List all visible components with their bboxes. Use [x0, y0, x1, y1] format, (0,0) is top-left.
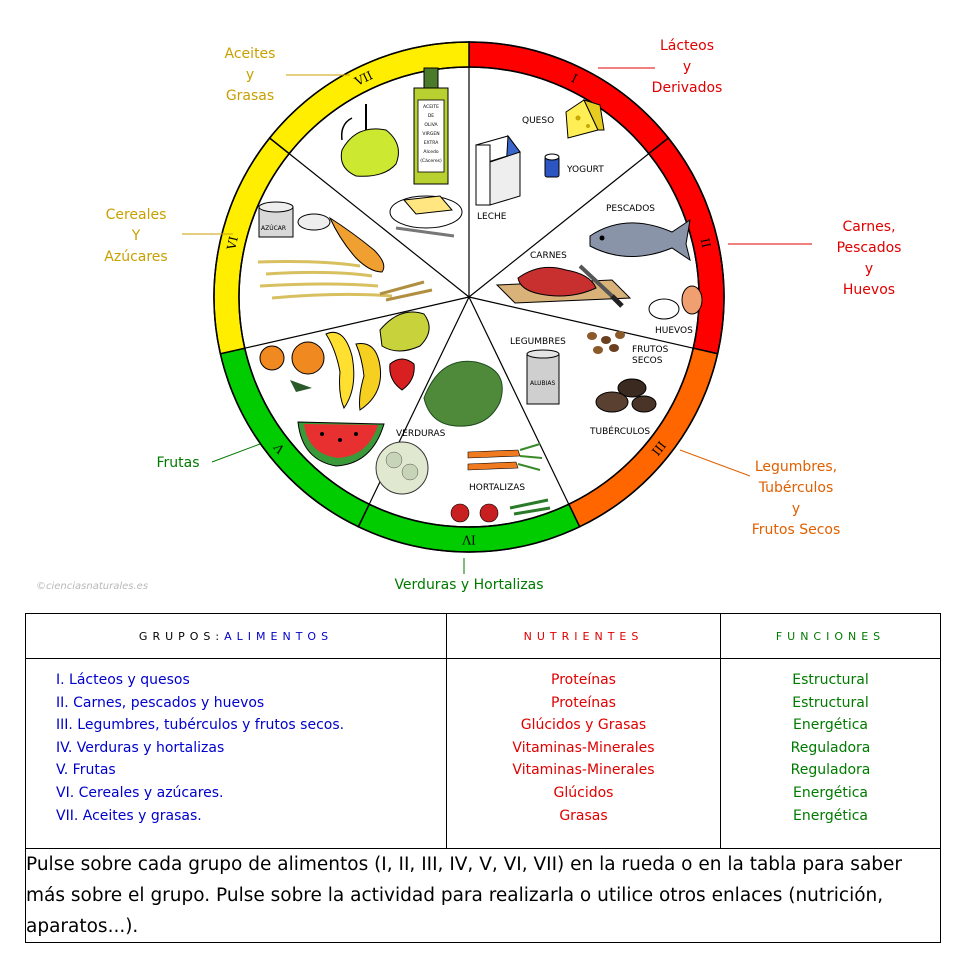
table-row-group-6[interactable]: VI. Cereales y azúcares. [56, 784, 224, 801]
label-hortalizas: HORTALIZAS [469, 483, 525, 493]
nutrient-6: Glúcidos [553, 784, 614, 801]
nutrient-7: Grasas [559, 807, 608, 824]
function-5: Reguladora [790, 762, 871, 779]
label-carnes: CARNES [530, 251, 567, 261]
carrots-icon [467, 443, 543, 471]
header-groups: GRUPOS:ALIMENTOS [25, 613, 447, 659]
nutrient-4: Vitaminas-Minerales [512, 739, 655, 756]
fruits-illustrations [259, 311, 430, 467]
fish-icon [589, 218, 691, 262]
function-3: Energética [793, 717, 868, 734]
label-alubias: ALUBIAS [530, 380, 556, 387]
label-queso: QUESO [522, 116, 554, 126]
label-verduras: VERDURAS [396, 429, 446, 439]
watermelon-icon [297, 421, 385, 467]
table-row-group-7[interactable]: VII. Aceites y grasas. [56, 807, 202, 824]
group-label-legumbres-tuberculos-y-frutos-secos[interactable]: Legumbres, Tubérculos y Frutos Secos [751, 459, 841, 538]
wheel-outline [213, 41, 725, 553]
nutrients-column: Proteínas Proteínas Glúcidos y Grasas Vi… [446, 658, 721, 849]
function-1: Estructural [792, 672, 869, 688]
strawberry-icon [389, 358, 415, 391]
orange-icon [259, 341, 325, 392]
label-leche: LECHE [477, 212, 507, 222]
nutrient-5: Vitaminas-Minerales [512, 762, 655, 779]
banana-icon [325, 331, 382, 411]
table-row-group-2[interactable]: II. Carnes, pescados y huevos [56, 694, 265, 711]
lettuce-icon [423, 360, 503, 427]
label-tuberculos: TUBÉRCULOS [589, 425, 650, 437]
function-2: Estructural [792, 694, 869, 711]
label-pescados: PESCADOS [606, 204, 655, 214]
header-functions: FUNCIONES [720, 613, 941, 659]
table-row-group-4[interactable]: IV. Verduras y hortalizas [56, 739, 225, 756]
meat-fish-illustrations: PESCADOS CARNES HUEVOS [495, 204, 703, 336]
wheel-spoke [468, 153, 650, 298]
wheel-numeral-vi[interactable]: VI [224, 235, 241, 252]
table-row-group-5[interactable]: V. Frutas [56, 762, 116, 779]
leader-line [211, 443, 261, 463]
yogurt-icon [544, 153, 560, 178]
label-yogurt: YOGURT [566, 165, 604, 175]
corn-icon [328, 216, 385, 273]
group-label-cereales-y-azucares[interactable]: Cereales Y Azúcares [104, 207, 168, 265]
sugar-jar-icon: AZÚCAR [258, 201, 294, 238]
milk-carton-icon [475, 134, 521, 206]
table-row-group-3[interactable]: III. Legumbres, tubérculos y frutos seco… [56, 717, 345, 734]
wheel-spoke [468, 296, 694, 349]
food-groups-table: GRUPOS:ALIMENTOS NUTRIENTES FUNCIONES I.… [25, 613, 941, 943]
group-label-lacteos-y-derivados[interactable]: Lácteos y Derivados [651, 38, 723, 96]
oil-cruet-icon [340, 104, 399, 177]
wheel-numeral-i[interactable]: I [569, 71, 580, 86]
label-leaders [182, 67, 812, 574]
lid-icon [297, 213, 331, 231]
nutrient-3: Glúcidos y Grasas [520, 717, 647, 734]
cutting-board-icon [495, 264, 632, 308]
label-huevos: HUEVOS [655, 326, 693, 336]
butter-plate-icon [389, 195, 463, 238]
wheel-numeral-ii[interactable]: II [698, 237, 714, 250]
cauliflower-icon [375, 441, 429, 495]
header-nutrients: NUTRIENTES [446, 613, 721, 659]
cheese-icon [565, 99, 605, 139]
function-4: Reguladora [790, 739, 871, 756]
group-label-verduras-y-hortalizas[interactable]: Verduras y Hortalizas [394, 577, 544, 593]
wheel-spoke [288, 153, 470, 298]
cereals-illustrations: AZÚCAR [257, 201, 433, 302]
vegetables-illustrations: VERDURAS HORTALIZAS [375, 360, 551, 523]
wheat-icon [257, 260, 433, 302]
dairy-illustrations: QUESO YOGURT LECHE [475, 99, 605, 222]
alubias-can-icon: ALUBIAS [526, 349, 560, 405]
group-label-carnes-pescados-y-huevos[interactable]: Carnes, Pescados y Huevos [836, 219, 902, 298]
wheel-numeral-iv[interactable]: IV [462, 533, 476, 547]
wheel-spokes [244, 67, 694, 505]
group-label-aceites-y-grasas[interactable]: Aceites y Grasas [224, 46, 276, 104]
nutrient-2: Proteínas [551, 694, 616, 711]
group-label-frutas[interactable]: Frutas [156, 455, 200, 471]
nutrient-1: Proteínas [551, 672, 616, 688]
instructions-text: Pulse sobre cada grupo de alimentos (I, … [25, 848, 941, 943]
eggs-icon [648, 285, 703, 320]
groups-column: I. Lácteos y quesos II. Carnes, pescados… [25, 658, 447, 849]
tubers-icon [595, 378, 657, 413]
leader-line [679, 449, 751, 477]
credit: ©cienciasnaturales.es [36, 581, 149, 592]
pear-icon [379, 311, 430, 352]
function-6: Energética [793, 784, 868, 801]
wheel-spoke [244, 296, 470, 349]
function-7: Energética [793, 807, 868, 824]
nuts-icon [587, 331, 625, 354]
label-legumbres: LEGUMBRES [510, 337, 566, 347]
functions-column: Estructural Estructural Energética Regul… [720, 658, 941, 849]
wheel-spoke [468, 296, 570, 505]
label-azucar: AZÚCAR [261, 225, 286, 232]
table-row-group-1[interactable]: I. Lácteos y quesos [56, 672, 190, 688]
tomatoes-icon [450, 498, 551, 523]
